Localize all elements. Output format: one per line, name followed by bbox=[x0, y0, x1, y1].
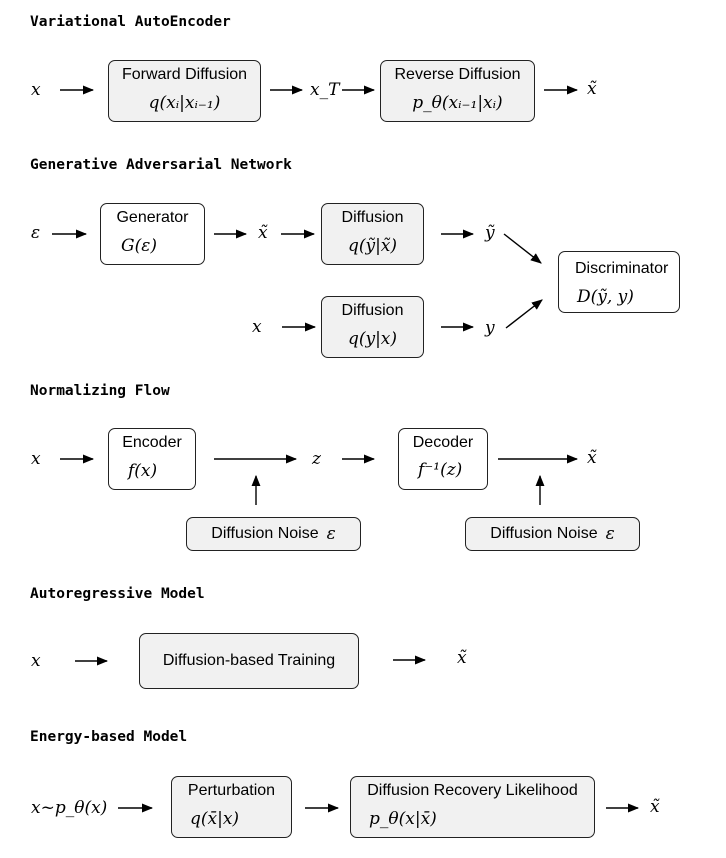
diffusion-fake-formula: q(ỹ|x̃) bbox=[347, 236, 398, 256]
diffusion-training-label: Diffusion-based Training bbox=[162, 652, 336, 669]
recovery-likelihood-label: Diffusion Recovery Likelihood bbox=[367, 782, 578, 799]
section-title-vae: Variational AutoEncoder bbox=[30, 14, 231, 30]
diffusion-noise-box-1: Diffusion Noise ε bbox=[186, 517, 361, 551]
ar-output: x̃ bbox=[457, 648, 467, 668]
section-title-ebm: Energy-based Model bbox=[30, 729, 188, 745]
section-title-nf: Normalizing Flow bbox=[30, 383, 170, 399]
recovery-likelihood-box: Diffusion Recovery Likelihood p_θ(x|x̄) bbox=[350, 776, 595, 838]
generator-box: Generator G(ε) bbox=[100, 203, 205, 265]
discriminator-label: Discriminator bbox=[575, 260, 669, 277]
encoder-formula: f(x) bbox=[128, 461, 158, 481]
diffusion-box-real: Diffusion q(y|x) bbox=[321, 296, 424, 358]
reverse-diffusion-formula: p_θ(xᵢ₋₁|xᵢ) bbox=[412, 93, 503, 113]
nf-z: z bbox=[312, 449, 321, 469]
diffusion-noise-label-1: Diffusion Noise bbox=[211, 525, 319, 542]
arrow bbox=[505, 299, 543, 329]
discriminator-formula: D(ỹ, y) bbox=[577, 287, 634, 307]
vae-output: x̃ bbox=[587, 79, 597, 99]
recovery-likelihood-formula: p_θ(x|x̄) bbox=[369, 809, 437, 829]
diffusion-noise-epsilon-1: ε bbox=[326, 524, 336, 544]
gan-x-tilde: x̃ bbox=[258, 223, 268, 243]
generator-label: Generator bbox=[116, 209, 189, 226]
encoder-label: Encoder bbox=[122, 434, 182, 451]
generator-formula: G(ε) bbox=[121, 236, 157, 256]
section-title-ar: Autoregressive Model bbox=[30, 586, 205, 602]
gan-y-tilde: ỹ bbox=[485, 223, 495, 243]
forward-diffusion-formula: q(xᵢ|xᵢ₋₁) bbox=[148, 93, 221, 113]
reverse-diffusion-box: Reverse Diffusion p_θ(xᵢ₋₁|xᵢ) bbox=[380, 60, 535, 122]
diffusion-real-formula: q(y|x) bbox=[347, 329, 398, 349]
perturbation-label: Perturbation bbox=[187, 782, 276, 799]
perturbation-box: Perturbation q(x̄|x) bbox=[171, 776, 292, 838]
ebm-output: x̃ bbox=[650, 797, 660, 817]
perturbation-formula: q(x̄|x) bbox=[190, 809, 240, 829]
diffusion-fake-label: Diffusion bbox=[341, 209, 404, 226]
diffusion-noise-label-2: Diffusion Noise bbox=[490, 525, 598, 542]
decoder-box: Decoder f⁻¹(z) bbox=[398, 428, 488, 490]
vae-mid-xT: x_T bbox=[310, 80, 340, 100]
diffusion-box-fake: Diffusion q(ỹ|x̃) bbox=[321, 203, 424, 265]
decoder-formula: f⁻¹(z) bbox=[418, 460, 463, 480]
gan-input-epsilon: ε bbox=[31, 223, 41, 243]
gan-input-x: x bbox=[252, 317, 262, 337]
reverse-diffusion-label: Reverse Diffusion bbox=[394, 66, 521, 83]
diffusion-noise-box-2: Diffusion Noise ε bbox=[465, 517, 640, 551]
nf-input-x: x bbox=[31, 449, 41, 469]
discriminator-box: Discriminator D(ỹ, y) bbox=[558, 251, 680, 313]
forward-diffusion-box: Forward Diffusion q(xᵢ|xᵢ₋₁) bbox=[108, 60, 261, 122]
section-title-gan: Generative Adversarial Network bbox=[30, 157, 292, 173]
nf-output: x̃ bbox=[587, 448, 597, 468]
diffusion-training-box: Diffusion-based Training bbox=[139, 633, 359, 689]
decoder-label: Decoder bbox=[412, 434, 474, 451]
diffusion-real-label: Diffusion bbox=[341, 302, 404, 319]
arrow bbox=[503, 233, 542, 264]
diffusion-noise-epsilon-2: ε bbox=[605, 524, 615, 544]
ar-input-x: x bbox=[31, 651, 41, 671]
vae-input-x: x bbox=[31, 80, 41, 100]
gan-y: y bbox=[485, 318, 495, 338]
ebm-input: x~p_θ(x) bbox=[31, 798, 108, 818]
encoder-box: Encoder f(x) bbox=[108, 428, 196, 490]
forward-diffusion-label: Forward Diffusion bbox=[121, 66, 248, 83]
